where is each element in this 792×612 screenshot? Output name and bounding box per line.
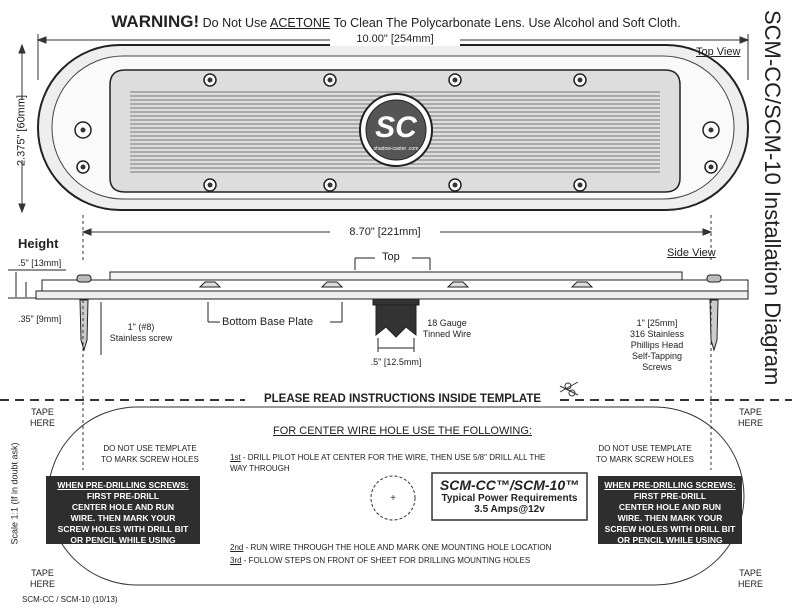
step-number: 1st xyxy=(230,453,241,462)
svg-text:+: + xyxy=(390,493,396,504)
step-3: 3rd - FOLLOW STEPS ON FRONT OF SHEET FOR… xyxy=(230,555,530,566)
warning-text-end: To Clean The Polycarbonate Lens. Use Alc… xyxy=(330,16,681,30)
step-number: 3rd xyxy=(230,556,242,565)
height-top-dimension: .5" [13mm] xyxy=(18,258,62,268)
tape-here-br: TAPE HERE xyxy=(738,568,764,589)
step-text: - DRILL PILOT HOLE AT CENTER FOR THE WIR… xyxy=(230,453,546,473)
height-label: Height xyxy=(18,236,59,251)
footer-revision: SCM-CC / SCM-10 (10/13) xyxy=(22,595,118,604)
predrill-body: FIRST PRE-DRILL CENTER HOLE AND RUN WIRE… xyxy=(604,491,736,556)
top-view-label: Top View xyxy=(696,46,741,58)
tape-here-tr: TAPE HERE xyxy=(738,407,764,428)
length-dimension: 10.00" [254mm] xyxy=(330,33,460,46)
left-screw-label: 1" (#8) Stainless screw xyxy=(109,322,173,343)
right-screw-label: 1" [25mm] 316 Stainless Phillips Head Se… xyxy=(629,318,685,372)
step-text: - RUN WIRE THROUGH THE HOLE AND MARK ONE… xyxy=(243,543,552,552)
predrill-title: WHEN PRE-DRILLING SCREWS: xyxy=(57,480,189,490)
no-template-note-right: DO NOT USE TEMPLATE TO MARK SCREW HOLES xyxy=(596,444,694,464)
template-instruction: PLEASE READ INSTRUCTIONS INSIDE TEMPLATE xyxy=(263,393,542,405)
tape-here-tl: TAPE HERE xyxy=(30,407,56,428)
step-text: - FOLLOW STEPS ON FRONT OF SHEET FOR DRI… xyxy=(241,556,531,565)
scale-note: Scale 1:1 (If in doubt ask) xyxy=(9,442,20,545)
step-2: 2nd - RUN WIRE THROUGH THE HOLE AND MARK… xyxy=(230,542,551,553)
warning-label: WARNING! xyxy=(111,12,200,31)
power-box: SCM-CC™/SCM-10™ Typical Power Requiremen… xyxy=(432,477,587,515)
screw-span-dimension: 8.70" [221mm] xyxy=(330,226,440,239)
predrill-body: FIRST PRE-DRILL CENTER HOLE AND RUN WIRE… xyxy=(57,491,189,556)
document-title: SCM-CC/SCM-10 Installation Diagram xyxy=(760,10,785,386)
wire-diameter: .5" [12.5mm] xyxy=(370,357,422,367)
step-1: 1st - DRILL PILOT HOLE AT CENTER FOR THE… xyxy=(230,452,545,474)
warning-banner: WARNING! Do Not Use ACETONE To Clean The… xyxy=(0,12,792,32)
top-view-housing xyxy=(37,44,749,211)
side-view-label: Side View xyxy=(667,247,716,259)
power-value: 3.5 Amps@12v xyxy=(474,504,545,515)
warning-acetone: ACETONE xyxy=(270,16,331,30)
logo-subtext: shadow-caster .com xyxy=(373,146,419,152)
power-label: Typical Power Requirements xyxy=(441,493,578,504)
bottom-base-plate-label: Bottom Base Plate xyxy=(222,316,314,328)
predrill-box-right: WHEN PRE-DRILLING SCREWS:FIRST PRE-DRILL… xyxy=(598,476,742,556)
power-model: SCM-CC™/SCM-10™ xyxy=(439,477,580,493)
predrill-title: WHEN PRE-DRILLING SCREWS: xyxy=(604,480,736,490)
tape-here-bl: TAPE HERE xyxy=(30,568,56,589)
height-base-dimension: .35" [9mm] xyxy=(18,314,62,324)
scissors-icon xyxy=(559,381,579,397)
logo: SC xyxy=(375,111,417,144)
step-number: 2nd xyxy=(230,543,244,552)
side-view xyxy=(8,257,749,355)
no-template-note-left: DO NOT USE TEMPLATE TO MARK SCREW HOLES xyxy=(101,444,199,464)
wire-label: 18 Gauge Tinned Wire xyxy=(422,318,472,339)
top-label: Top xyxy=(382,251,400,263)
center-hole-heading: FOR CENTER WIRE HOLE USE THE FOLLOWING: xyxy=(273,425,532,437)
predrill-box-left: WHEN PRE-DRILLING SCREWS:FIRST PRE-DRILL… xyxy=(46,476,200,556)
wire-hole-mark xyxy=(370,475,416,521)
warning-text: Do Not Use xyxy=(199,16,271,30)
width-dimension: 2.375" [60mm] xyxy=(15,94,28,167)
